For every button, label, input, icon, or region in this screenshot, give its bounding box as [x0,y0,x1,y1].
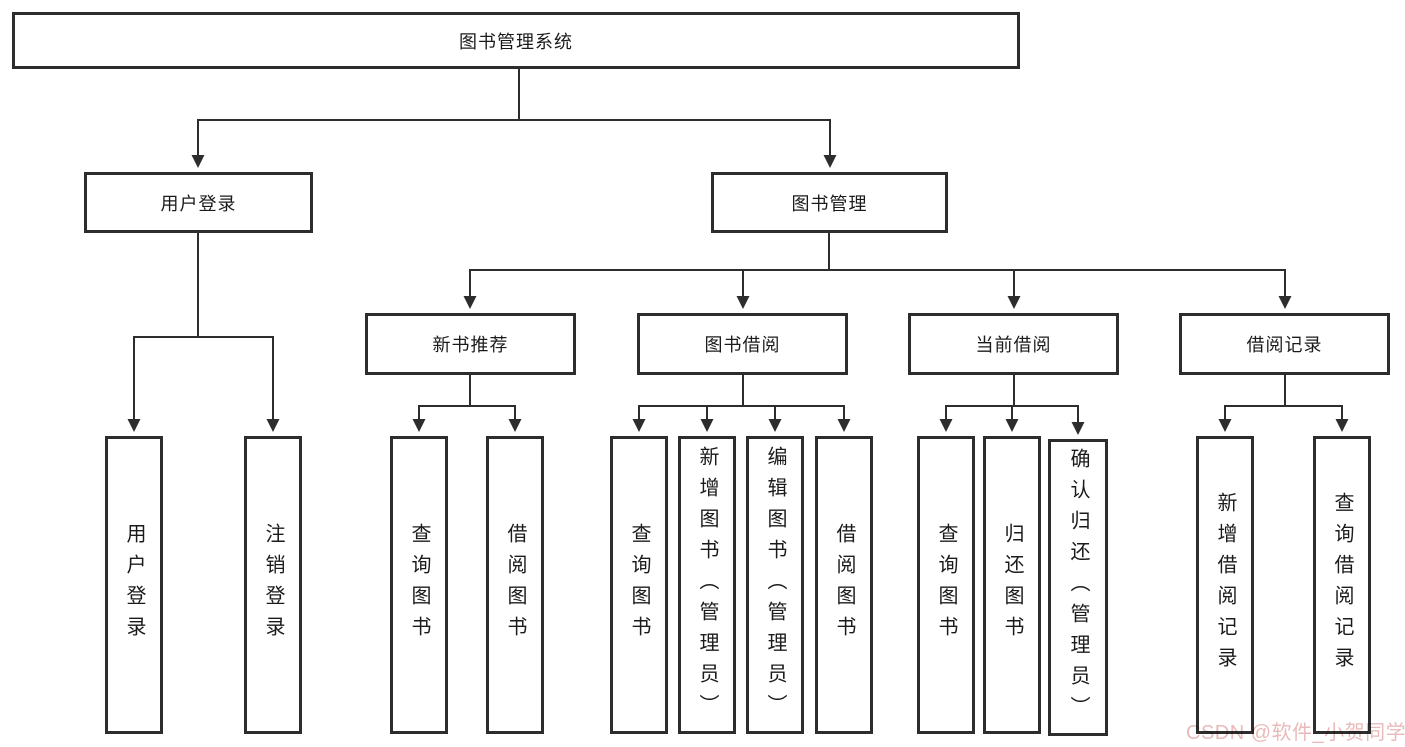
node-book-management: 图书管理 [711,172,948,233]
node-user-login: 用户登录 [84,172,313,233]
leaf-return-book: 归还图书 [983,436,1041,734]
leaf-add-book-admin-label: 新增图书（管理员） [696,445,718,725]
leaf-edit-book-admin-label: 编辑图书（管理员） [764,445,786,725]
connector-user-login-children [127,232,280,432]
node-new-book-recommend: 新书推荐 [365,313,576,375]
node-book-borrow-label: 图书借阅 [704,335,781,355]
leaf-query-books-borrow-label: 查询图书 [628,523,650,647]
connector-book-borrow-children [632,375,851,432]
connector-new-book-children [412,375,522,432]
leaf-add-book-admin: 新增图书（管理员） [678,436,736,734]
leaf-query-books-current-label: 查询图书 [935,523,957,647]
leaf-query-books-recommend: 查询图书 [390,436,448,734]
leaf-query-borrow-record-label: 查询借阅记录 [1331,492,1353,678]
node-user-login-label: 用户登录 [160,193,237,214]
leaf-user-login: 用户登录 [105,436,163,734]
node-current-borrow-label: 当前借阅 [975,335,1052,355]
leaf-confirm-return-admin-label: 确认归还（管理员） [1067,448,1089,727]
leaf-add-borrow-record: 新增借阅记录 [1196,436,1254,734]
watermark: CSDN @软件_小贺同学 [1186,722,1405,744]
node-book-borrow: 图书借阅 [637,313,848,375]
connector-borrow-records-children [1218,375,1349,432]
connector-current-borrow-children [939,375,1085,435]
leaf-logout: 注销登录 [244,436,302,734]
node-new-book-recommend-label: 新书推荐 [432,335,509,355]
leaf-borrow-books: 借阅图书 [815,436,873,734]
leaf-logout-label: 注销登录 [262,523,284,647]
node-book-management-label: 图书管理 [791,193,868,214]
node-borrow-records: 借阅记录 [1179,313,1390,375]
leaf-query-books-borrow: 查询图书 [610,436,668,734]
leaf-query-books-recommend-label: 查询图书 [408,523,430,647]
connector-root-to-level2 [191,68,837,168]
leaf-add-borrow-record-label: 新增借阅记录 [1214,492,1236,678]
leaf-edit-book-admin: 编辑图书（管理员） [746,436,804,734]
leaf-confirm-return-admin: 确认归还（管理员） [1048,439,1108,736]
leaf-borrow-books-recommend: 借阅图书 [486,436,544,734]
leaf-query-books-current: 查询图书 [917,436,975,734]
leaf-query-borrow-record: 查询借阅记录 [1313,436,1371,734]
leaf-return-book-label: 归还图书 [1001,523,1023,647]
leaf-borrow-books-label: 借阅图书 [833,523,855,647]
leaf-borrow-books-recommend-label: 借阅图书 [504,523,526,647]
connector-book-management-children [463,232,1292,309]
node-root: 图书管理系统 [12,12,1020,69]
leaf-user-login-label: 用户登录 [123,523,145,647]
node-borrow-records-label: 借阅记录 [1246,335,1323,355]
node-current-borrow: 当前借阅 [908,313,1119,375]
node-root-label: 图书管理系统 [459,31,573,52]
